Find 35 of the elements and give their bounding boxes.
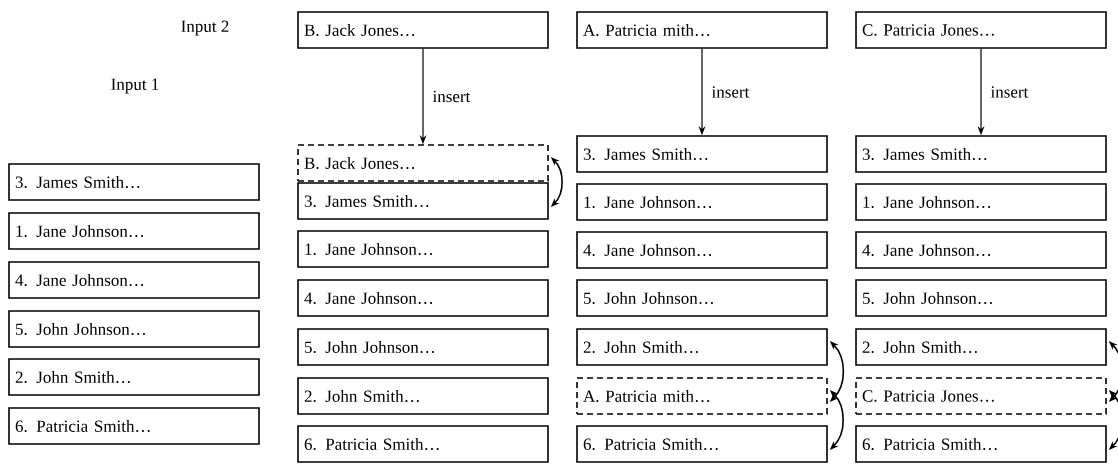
list-box: 2. John Smith… <box>576 328 828 366</box>
list-box: 3. James Smith… <box>8 163 260 201</box>
list-box: 3. James Smith… <box>297 182 549 220</box>
edge-label: insert <box>990 86 1029 98</box>
list-box: 6. Patricia Smith… <box>297 425 549 463</box>
list-box: 6. Patricia Smith… <box>855 425 1107 463</box>
list-box: 1. Jane Johnson… <box>8 212 260 250</box>
edge-label: insert <box>432 90 471 103</box>
list-box: 2. John Smith… <box>297 377 549 415</box>
list-box: 6. Patricia Smith… <box>8 407 260 445</box>
edge-label: insert <box>711 86 750 98</box>
list-box: 6. Patricia Smith… <box>576 425 828 463</box>
list-box: 2. John Smith… <box>8 358 260 396</box>
list-box: 1. Jane Johnson… <box>855 183 1107 221</box>
input-label: Input 2 <box>181 20 229 36</box>
list-box: 4. Jane Johnson… <box>576 231 828 269</box>
list-box: C. Patricia Jones… <box>855 11 1107 49</box>
list-box: B. Jack Jones… <box>297 144 549 182</box>
list-box: 3. James Smith… <box>576 135 828 173</box>
list-box: 5. John Johnson… <box>855 279 1107 317</box>
list-box: 1. Jane Johnson… <box>576 183 828 221</box>
list-box: 5. John Johnson… <box>8 310 260 348</box>
list-box: B. Jack Jones… <box>297 11 549 49</box>
list-box: 4. Jane Johnson… <box>8 261 260 299</box>
list-box: 3. James Smith… <box>855 135 1107 173</box>
list-box: 4. Jane Johnson… <box>855 231 1107 269</box>
list-box: 2. John Smith… <box>855 328 1107 366</box>
list-box: A. Patricia mith… <box>576 377 828 415</box>
list-box: 1. Jane Johnson… <box>297 230 549 268</box>
list-box: 4. Jane Johnson… <box>297 279 549 317</box>
input-label: Input 1 <box>111 78 159 94</box>
list-box: 5. John Johnson… <box>297 328 549 366</box>
list-box: A. Patricia mith… <box>576 11 828 49</box>
list-box: C. Patricia Jones… <box>855 377 1107 415</box>
list-box: 5. John Johnson… <box>576 279 828 317</box>
